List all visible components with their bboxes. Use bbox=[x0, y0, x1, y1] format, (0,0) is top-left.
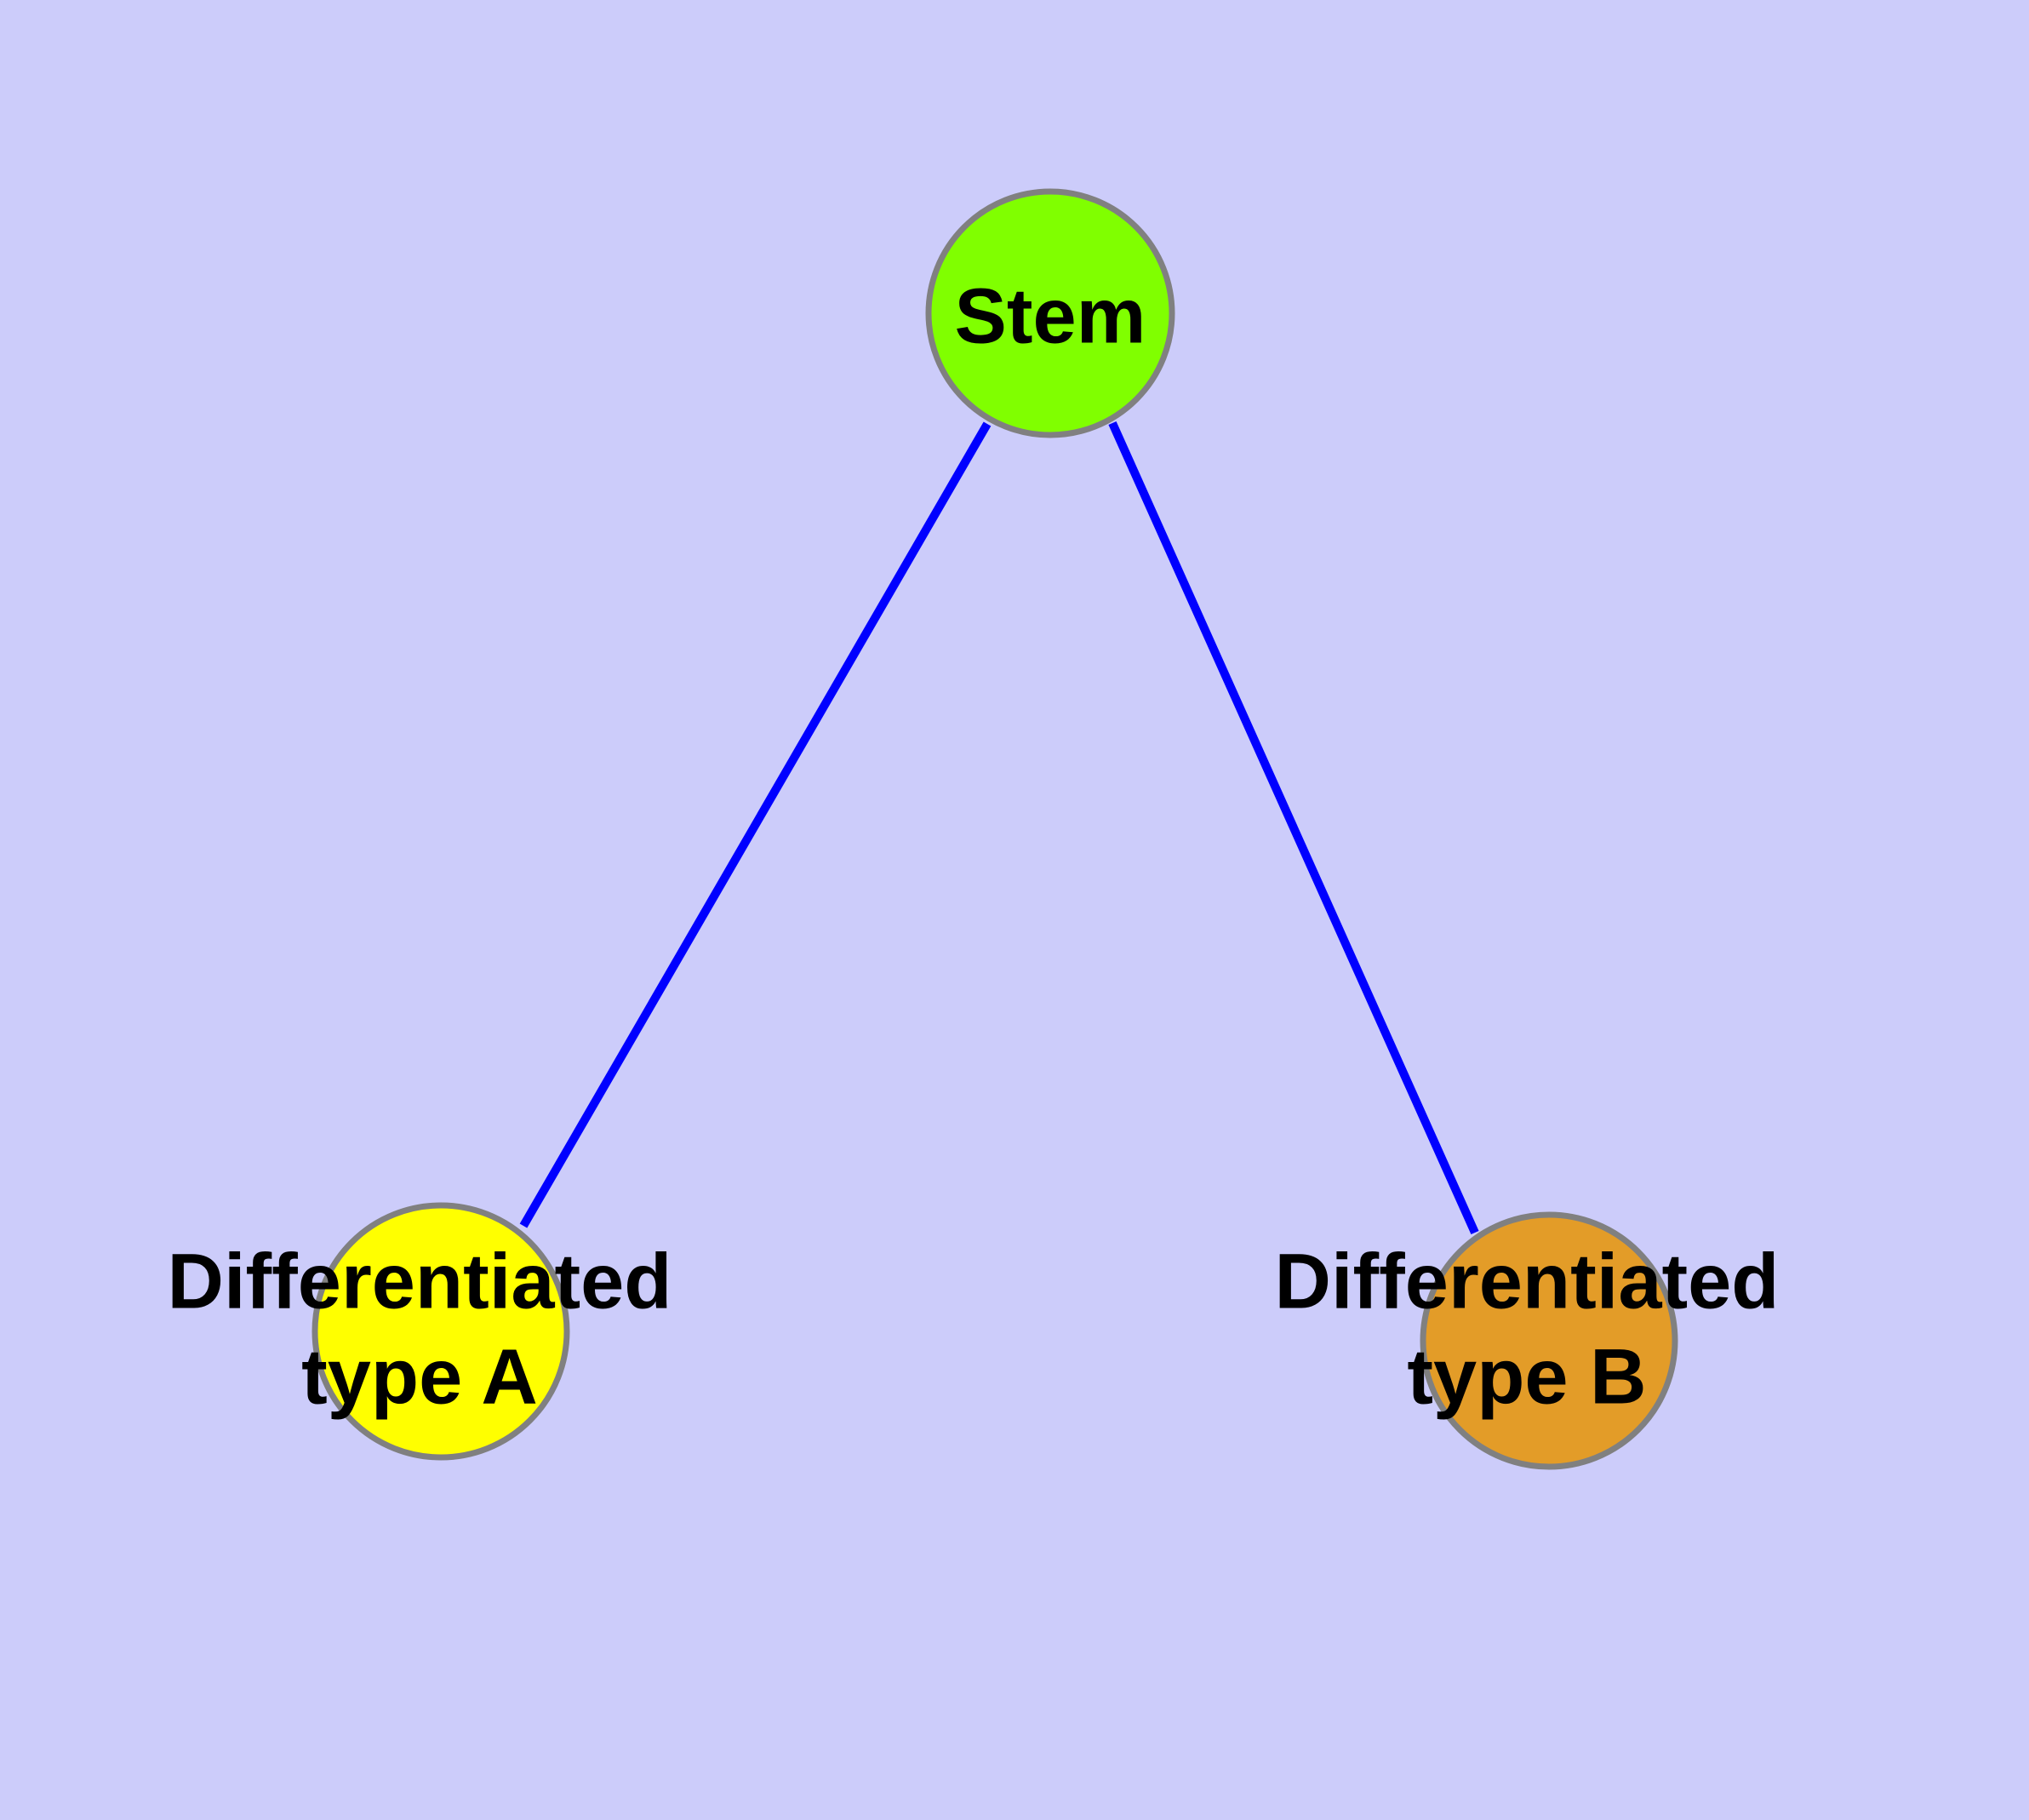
node-diff-a-circle[interactable] bbox=[311, 1202, 570, 1461]
node-diff-a-label-line2: type A bbox=[301, 1333, 538, 1420]
node-labels-group: Stem Differentiated type A Differentiate… bbox=[168, 272, 1780, 1420]
edge-stem-to-diff-b[interactable] bbox=[1108, 421, 1479, 1235]
node-diff-b-label-line1: Differentiated bbox=[1275, 1238, 1780, 1325]
edges-group bbox=[519, 421, 1479, 1235]
node-diff-b-circle[interactable] bbox=[1420, 1211, 1678, 1470]
node-stem-circle[interactable] bbox=[925, 188, 1175, 438]
node-stem-label-line1: Stem bbox=[955, 272, 1146, 359]
node-diff-a-label-line1: Differentiated bbox=[168, 1238, 672, 1325]
node-diff-b-label-line2: type B bbox=[1407, 1333, 1646, 1420]
nodes-group bbox=[311, 188, 1678, 1470]
edge-stem-to-diff-a[interactable] bbox=[519, 421, 992, 1228]
